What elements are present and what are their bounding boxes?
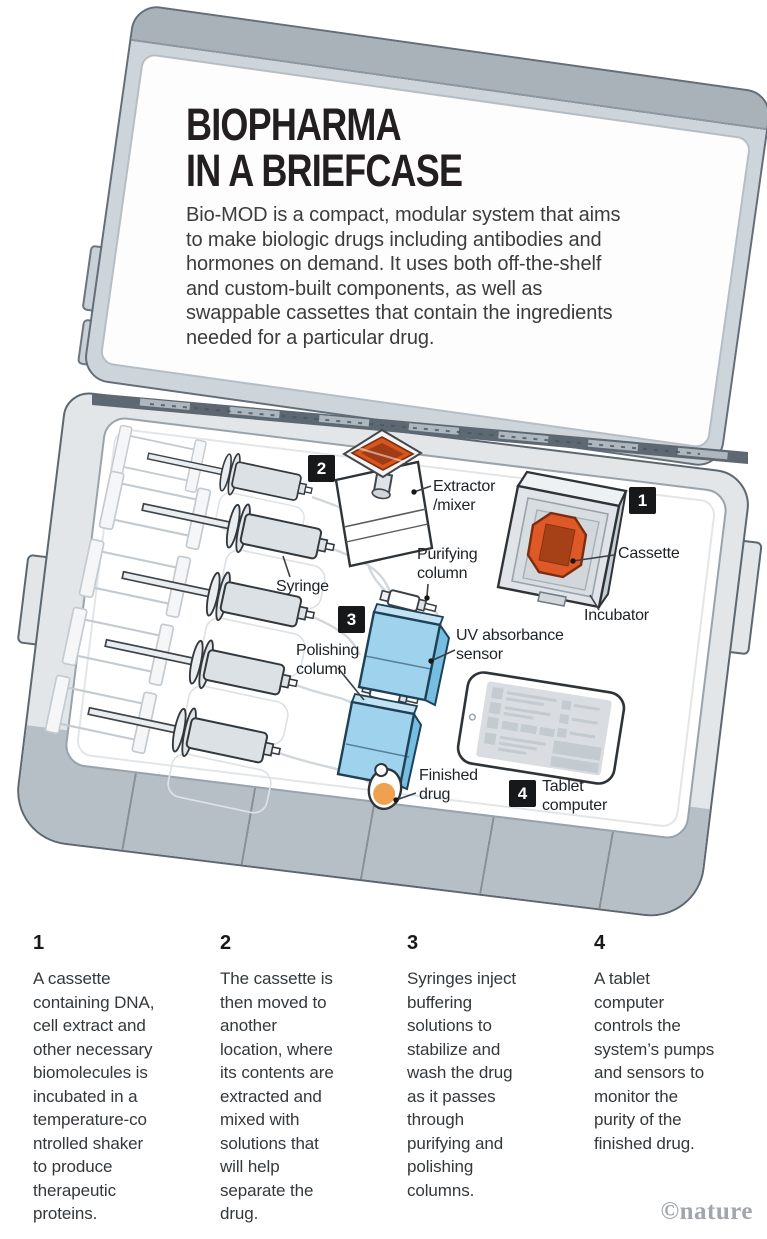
incubator-box: [496, 470, 628, 609]
tablet-screen-mockup: [483, 686, 602, 774]
step-3: 3 Syringes inject buffering solutions to…: [407, 932, 583, 1202]
step-1: 1 A cassette containing DNA, cell extrac…: [33, 932, 209, 1226]
nature-logo: ©nature: [660, 1198, 753, 1225]
badge-2-extractor: 2: [308, 455, 335, 482]
syringe-pump-5: [36, 672, 287, 817]
drug-cassette: [526, 511, 588, 579]
page-title-line1: BIOPHARMA: [186, 99, 402, 150]
step-4: 4 A tablet computer controls the system’…: [594, 932, 767, 1155]
intro-paragraph: Bio-MOD is a compact, modular system tha…: [186, 204, 621, 349]
badge-3-syringes: 3: [338, 606, 365, 633]
label-uv-absorbance-sensor: UV absorbance sensor: [456, 627, 564, 663]
label-incubator: Incubator: [584, 607, 649, 624]
step-3-text: Syringes inject buffering solutions to s…: [407, 969, 517, 1200]
step-3-number: 3: [407, 932, 419, 954]
title-block: BIOPHARMA IN A BRIEFCASE: [186, 102, 666, 194]
briefcase-diagram: [36, 393, 748, 817]
tablet-computer: [456, 671, 626, 785]
label-purifying-column: Purifying column: [417, 546, 478, 582]
step-2-text: The cassette is then moved to another lo…: [220, 969, 334, 1223]
page-title-line2: IN A BRIEFCASE: [186, 145, 463, 196]
step-2-number: 2: [220, 932, 232, 954]
valve-cassette: [342, 428, 423, 500]
tablet-camera-dot: [468, 713, 476, 721]
label-cassette: Cassette: [618, 545, 680, 562]
step-1-number: 1: [33, 932, 45, 954]
step-2: 2 The cassette is then moved to another …: [220, 932, 396, 1226]
label-tablet-computer: Tablet computer: [542, 778, 608, 814]
badge-4-tablet: 4: [509, 780, 536, 807]
finished-drug-vial: [367, 763, 403, 811]
uv-absorbance-sensor: [357, 602, 451, 707]
leader-lines: [282, 485, 615, 803]
step-1-text: A cassette containing DNA, cell extract …: [33, 969, 155, 1223]
label-polishing-column: Polishing column: [296, 642, 360, 678]
label-finished-drug: Finished drug: [419, 767, 478, 803]
step-4-text: A tablet computer controls the system’s …: [594, 969, 715, 1153]
badge-1-incubator: 1: [629, 487, 656, 514]
step-4-number: 4: [594, 932, 606, 954]
label-extractor-mixer: Extractor /mixer: [433, 478, 496, 514]
label-syringe: Syringe: [276, 578, 329, 595]
hinge-strip: [92, 393, 748, 464]
